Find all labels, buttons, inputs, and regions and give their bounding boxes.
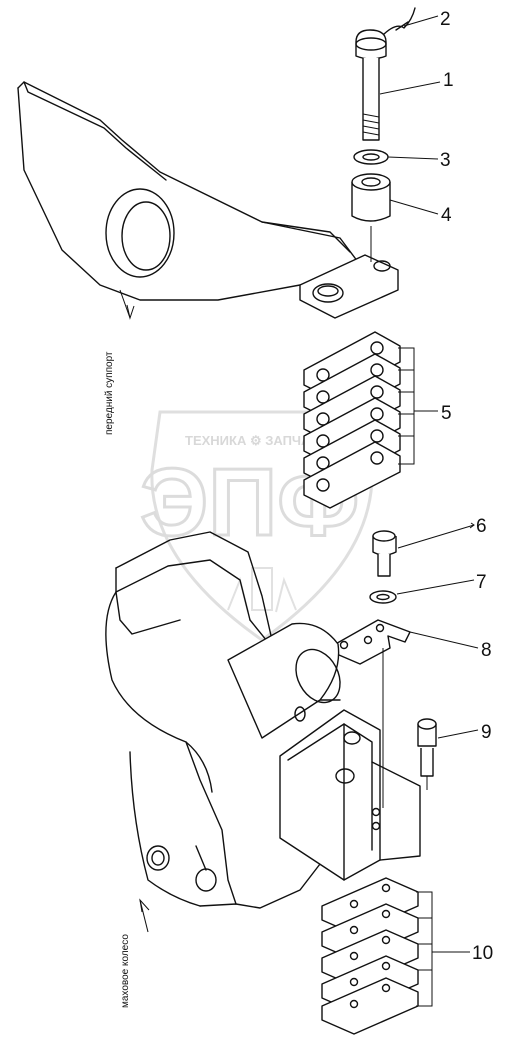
callout-7: 7	[476, 572, 487, 593]
part-4-bushing	[351, 173, 391, 262]
leader-7	[396, 579, 475, 595]
leader-9	[437, 729, 479, 739]
callout-5: 5	[441, 403, 452, 424]
part-7-washer	[369, 590, 397, 604]
front-support-bracket	[17, 81, 399, 320]
callout-1: 1	[443, 70, 454, 91]
callouts: 1 2 3 4 5 6 7 8 9 10	[440, 9, 493, 964]
part-10-shim-stack	[321, 877, 470, 1035]
leader-lines	[379, 15, 479, 739]
part-8-lock-plate	[331, 619, 411, 808]
callout-8: 8	[481, 640, 492, 661]
label-flywheel: маховое колесо	[120, 934, 131, 1008]
callout-10: 10	[472, 943, 493, 964]
callout-9: 9	[481, 722, 492, 743]
callout-4: 4	[441, 205, 452, 226]
watermark-top-text: ТЕХНИКА ⚙ ЗАПЧАСТИ	[185, 433, 336, 448]
leader-8	[409, 631, 479, 649]
part-2-lock-pin	[381, 7, 416, 37]
part-3-washer	[353, 149, 389, 165]
part-6-bolt	[372, 530, 397, 577]
label-front-support: передний суппорт	[104, 351, 115, 435]
part-1-bolt	[355, 29, 387, 141]
leader-6	[397, 524, 475, 549]
callout-2: 2	[440, 9, 451, 30]
leader-1	[379, 81, 441, 95]
flywheel-housing	[105, 531, 421, 933]
leader-4	[389, 199, 439, 215]
callout-6: 6	[476, 516, 487, 537]
leader-3	[387, 156, 439, 160]
part-5-shim-stack	[303, 331, 438, 509]
callout-3: 3	[440, 150, 451, 171]
leader-2	[403, 15, 439, 27]
part-9-socket-bolt	[417, 718, 437, 790]
